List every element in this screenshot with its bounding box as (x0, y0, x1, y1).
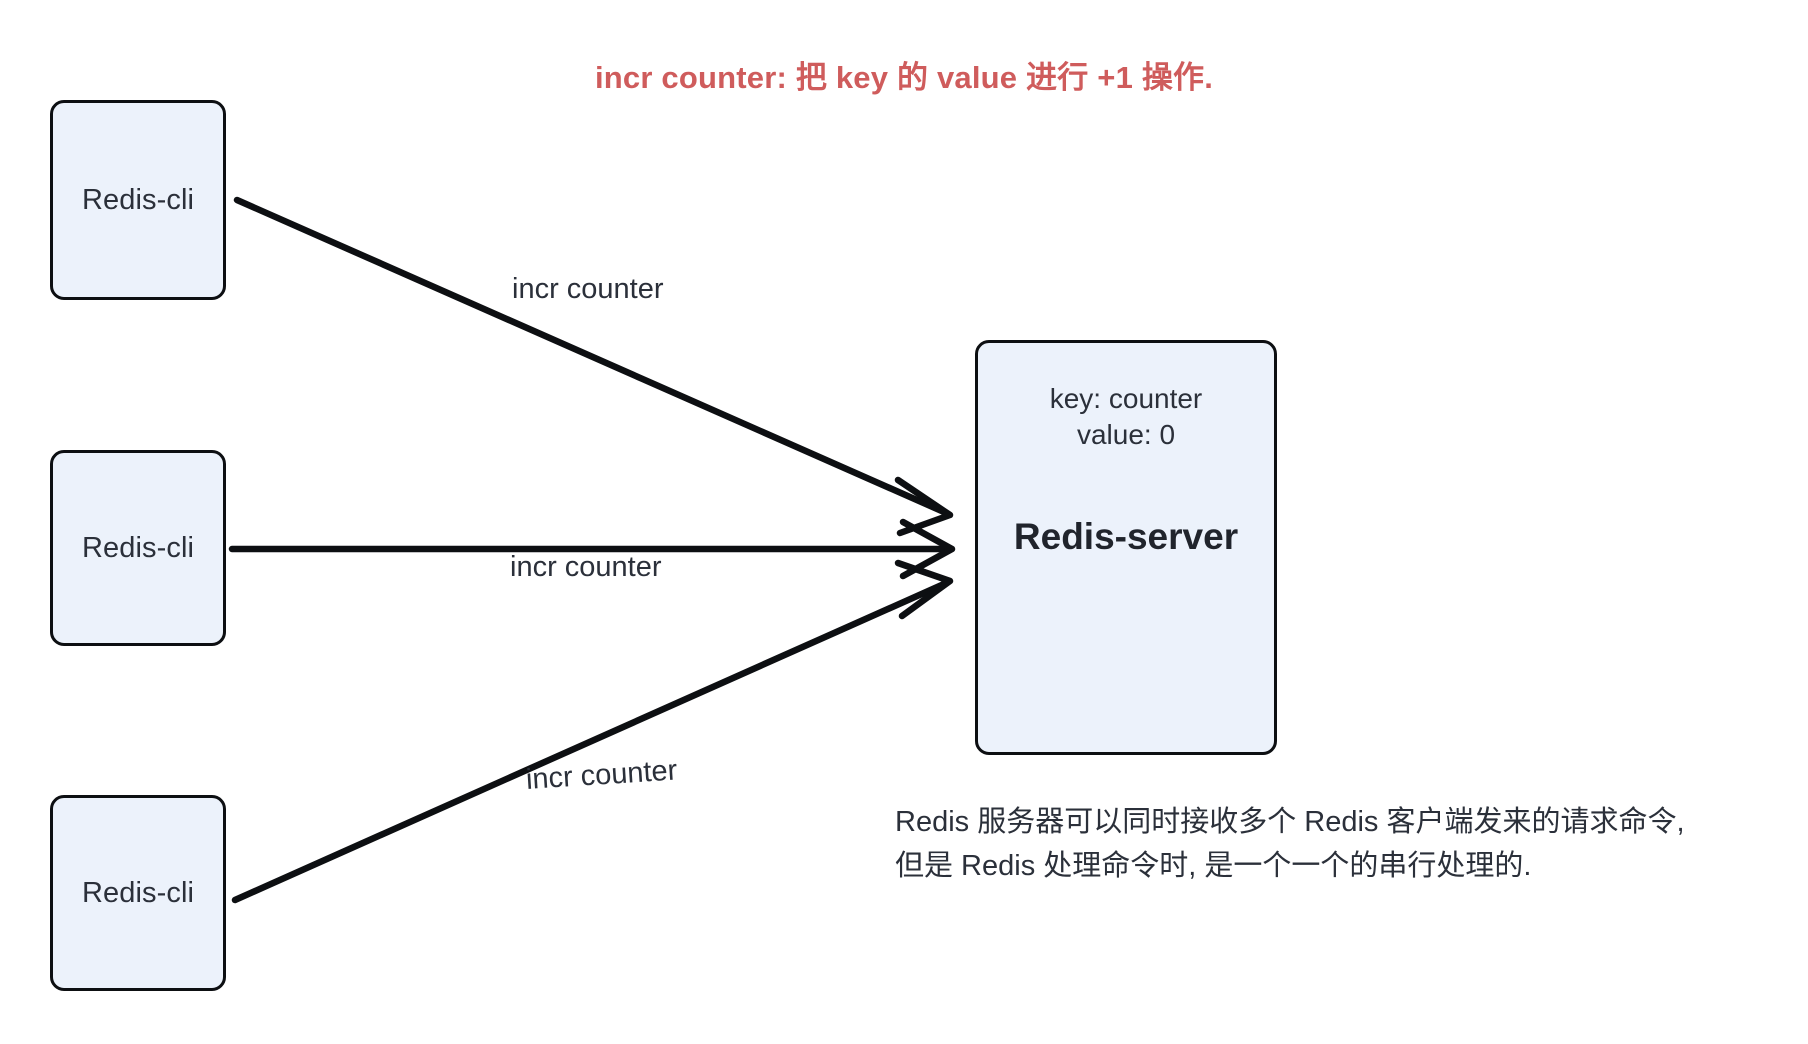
connector-arrowhead-2 (899, 518, 956, 580)
connector-arrowhead-1 (894, 476, 954, 537)
connector-arrowhead-3 (894, 559, 954, 620)
edge-label-2: incr counter (510, 551, 662, 583)
caption: Redis 服务器可以同时接收多个 Redis 客户端发来的请求命令, 但是 R… (895, 800, 1795, 888)
node-redis-cli-2[interactable]: Redis-cli (50, 450, 226, 646)
node-redis-server[interactable]: key: counter value: 0 Redis-server (975, 340, 1277, 755)
edge-label-3: incr counter (525, 754, 679, 796)
server-title: Redis-server (1013, 516, 1239, 557)
server-value-line: value: 0 (1076, 418, 1176, 450)
node-redis-cli-3[interactable]: Redis-cli (50, 795, 226, 991)
node-redis-cli-1[interactable]: Redis-cli (50, 100, 226, 300)
diagram-title: incr counter: 把 key 的 value 进行 +1 操作. (594, 60, 1214, 95)
caption-line-1: Redis 服务器可以同时接收多个 Redis 客户端发来的请求命令, (895, 806, 1685, 838)
server-state: key: counter value: 0 (978, 381, 1274, 453)
caption-line-2: 但是 Redis 处理命令时, 是一个一个的串行处理的. (895, 850, 1532, 883)
edge-label-1: incr counter (512, 273, 664, 305)
connector-line-3 (231, 580, 948, 904)
node-label: Redis-cli (81, 876, 195, 909)
connector-line-1 (233, 196, 948, 516)
node-label: Redis-cli (81, 531, 195, 564)
server-key-line: key: counter (1049, 383, 1203, 414)
node-label: Redis-cli (81, 183, 195, 216)
